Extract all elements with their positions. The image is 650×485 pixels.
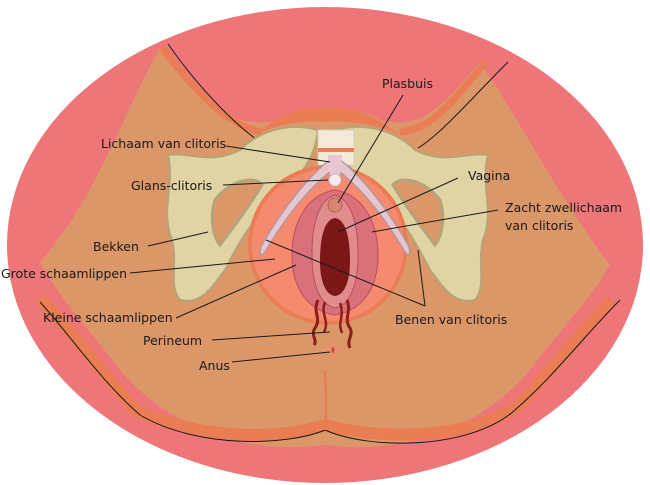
leader-glans-clitoris	[222, 179, 329, 186]
vaginal-opening	[320, 218, 350, 296]
label-benen-van-clitoris: Benen van clitoris	[395, 312, 507, 327]
hair-strand	[345, 299, 353, 349]
clitoris-crus-right	[334, 156, 411, 256]
leader-vagina	[337, 177, 459, 233]
leader-plasbuis	[337, 94, 404, 204]
hair-strand	[311, 299, 320, 346]
leader-lichaam-van-clitoris	[225, 145, 331, 163]
leader-benen-clitoris-left	[265, 239, 426, 307]
hair-strand	[322, 301, 328, 333]
label-grote-schaamlippen: Grote schaamlippen	[1, 266, 127, 281]
leader-zacht-zwellichaam	[371, 209, 499, 233]
mons-pubis	[255, 107, 400, 135]
label-kleine-schaamlippen: Kleine schaamlippen	[43, 310, 173, 325]
label-lichaam-van-clitoris: Lichaam van clitoris	[101, 136, 226, 151]
label-glans-clitoris: Glans-clitoris	[131, 178, 212, 193]
hair-strand	[338, 302, 344, 334]
thigh-edge-right	[399, 59, 489, 136]
leader-grote-schaamlippen	[129, 258, 276, 274]
leader-anus	[231, 351, 331, 363]
clitoris-glans	[328, 173, 342, 187]
anus-center	[331, 347, 335, 353]
label-anus: Anus	[199, 358, 230, 373]
label-vagina: Vagina	[468, 168, 510, 183]
clitoris-body	[328, 155, 342, 175]
gluteal-cleft	[323, 369, 328, 431]
clitoris-crus-left	[259, 156, 336, 256]
leader-bekken	[147, 231, 209, 247]
leader-benen-clitoris-right	[417, 249, 426, 307]
leader-kleine-schaamlippen	[175, 264, 297, 319]
label-plasbuis: Plasbuis	[382, 76, 433, 91]
label-bekken: Bekken	[93, 239, 139, 254]
label-zacht-zwellichaam-line1: Zacht zwellichaam	[505, 200, 622, 215]
symphysis-band	[318, 148, 354, 152]
label-zacht-zwellichaam-line2: van clitoris	[505, 218, 573, 233]
thigh-crease-right	[417, 61, 509, 149]
label-perineum: Perineum	[143, 333, 202, 348]
obturator-foramen-right	[391, 178, 445, 248]
thigh-edge-left	[159, 45, 263, 136]
leader-perineum	[211, 331, 331, 341]
obturator-foramen-left	[210, 178, 264, 248]
